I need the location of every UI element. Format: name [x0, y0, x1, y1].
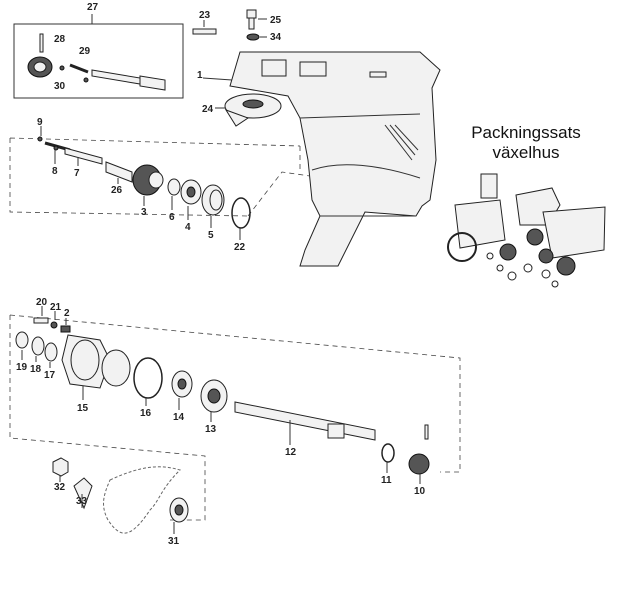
inset-parts [27, 33, 166, 91]
callout-6: 6 [169, 212, 175, 223]
inset-box-27 [13, 23, 184, 99]
callout-1: 1 [197, 70, 203, 81]
callout-21: 21 [50, 302, 62, 313]
callout-27: 27 [87, 2, 99, 13]
lower-row-parts [15, 317, 430, 475]
part-25-bolt [246, 9, 257, 30]
callout-16: 16 [140, 408, 152, 419]
callout-5: 5 [208, 230, 214, 241]
callout-9: 9 [37, 117, 43, 128]
callout-7: 7 [74, 168, 80, 179]
callout-12: 12 [285, 447, 297, 458]
part-24-pump-base [224, 93, 282, 127]
callout-14: 14 [173, 412, 185, 423]
callout-22: 22 [234, 242, 246, 253]
callout-29: 29 [79, 46, 91, 57]
callout-31: 31 [168, 536, 180, 547]
callout-13: 13 [205, 424, 217, 435]
callout-11: 11 [381, 475, 392, 486]
callout-20: 20 [36, 297, 48, 308]
part-34-washer [246, 33, 260, 41]
callout-34: 34 [270, 32, 282, 43]
part-23-key [192, 28, 217, 35]
callout-19: 19 [16, 362, 28, 373]
callout-3: 3 [141, 207, 147, 218]
callout-25: 25 [270, 15, 282, 26]
callout-30: 30 [54, 81, 66, 92]
callout-18: 18 [30, 364, 42, 375]
kit-title-line2: växelhus [492, 143, 559, 162]
lower-dash-outline [9, 314, 461, 521]
callout-4: 4 [185, 222, 191, 233]
upper-row-parts [37, 136, 251, 229]
gasket-kit-illustration [447, 173, 606, 288]
callout-10: 10 [414, 486, 426, 497]
callout-17: 17 [44, 370, 56, 381]
callout-23: 23 [199, 10, 211, 21]
propeller-group [52, 457, 189, 534]
kit-title-line1: Packningssats [471, 123, 581, 142]
callout-32: 32 [54, 482, 66, 493]
callout-33: 33 [76, 496, 88, 507]
callout-24: 24 [202, 104, 214, 115]
gear-housing [229, 51, 441, 267]
upper-dash-outline [9, 137, 311, 217]
callout-2: 2 [64, 308, 70, 319]
callout-26: 26 [111, 185, 123, 196]
callout-15: 15 [77, 403, 89, 414]
callout-28: 28 [54, 34, 66, 45]
callout-8: 8 [52, 166, 58, 177]
